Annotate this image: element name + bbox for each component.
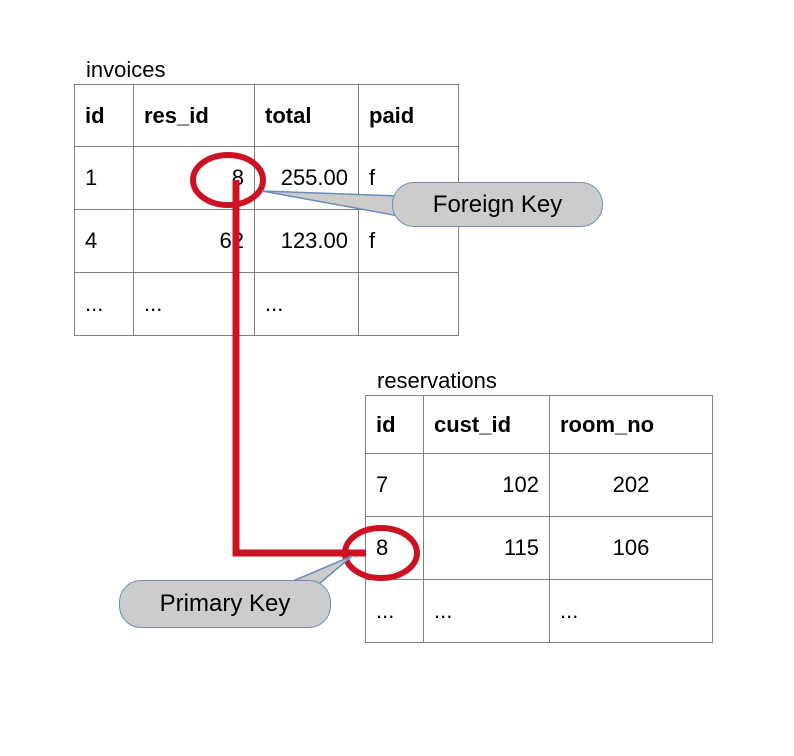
table-header-row: id cust_id room_no [365,395,713,454]
cell-room-no: 106 [549,516,713,580]
column-header-cust-id: cust_id [423,395,550,454]
cell-id: ... [74,272,134,336]
cell-paid [358,272,459,336]
reservations-table-title: reservations [377,368,497,393]
cell-total: 123.00 [254,209,359,273]
cell-total: ... [254,272,359,336]
column-header-room-no: room_no [549,395,713,454]
cell-res-id: 62 [133,209,255,273]
cell-id: 1 [74,146,134,210]
primary-key-callout: Primary Key [119,580,331,628]
cell-cust-id: 102 [423,453,550,517]
cell-cust-id: ... [423,579,550,643]
table-row: ... ... ... [365,579,713,643]
table-row: 8 115 106 [365,516,713,580]
column-header-id: id [74,84,134,147]
cell-id: 7 [365,453,424,517]
column-header-total: total [254,84,359,147]
reservations-table: id cust_id room_no 7 102 202 8 115 106 .… [365,395,713,643]
cell-room-no: ... [549,579,713,643]
cell-total: 255.00 [254,146,359,210]
column-header-id: id [365,395,424,454]
table-row: 7 102 202 [365,453,713,517]
cell-res-id: 8 [133,146,255,210]
invoices-table-title: invoices [86,57,166,82]
column-header-paid: paid [358,84,459,147]
table-header-row: id res_id total paid [74,84,459,147]
table-row: ... ... ... [74,272,459,336]
reservations-table-block: reservations id cust_id room_no 7 102 20… [365,367,713,643]
cell-id: ... [365,579,424,643]
cell-id: 8 [365,516,424,580]
foreign-key-callout: Foreign Key [392,182,603,227]
cell-room-no: 202 [549,453,713,517]
cell-res-id: ... [133,272,255,336]
column-header-res-id: res_id [133,84,255,147]
cell-cust-id: 115 [423,516,550,580]
cell-id: 4 [74,209,134,273]
